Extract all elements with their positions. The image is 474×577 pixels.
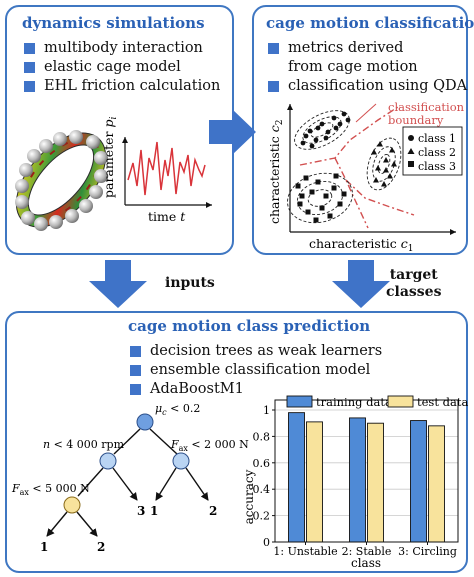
dynamics-bullet: multibody interaction	[22, 39, 220, 58]
classification-bullet: classification using QDA	[266, 77, 467, 96]
dynamics-bullet: EHL friction calculation	[22, 77, 220, 96]
classification-bullet-list: metrics derived from cage motion classif…	[266, 39, 467, 96]
target-classes-label: target classes	[386, 267, 442, 300]
cage-motion-classification-title: cage motion classification	[266, 14, 474, 32]
bullet-square-icon	[24, 62, 35, 73]
classification-bullet-continued: from cage motion	[288, 59, 418, 75]
target-down-arrow	[332, 260, 390, 308]
prediction-bullet: AdaBoostM1	[128, 380, 382, 399]
cage-motion-prediction-title: cage motion class prediction	[128, 317, 371, 335]
bullet-square-icon	[130, 365, 141, 376]
dynamics-bullet-list: multibody interaction elastic cage model…	[22, 39, 220, 96]
bullet-square-icon	[24, 43, 35, 54]
prediction-bullet: decision trees as weak learners	[128, 342, 382, 361]
bullet-square-icon	[268, 43, 279, 54]
prediction-bullet-list: decision trees as weak learners ensemble…	[128, 342, 382, 399]
classification-bullet: metrics derived	[266, 39, 467, 58]
dynamics-bullet: elastic cage model	[22, 58, 220, 77]
inputs-down-arrow	[89, 260, 147, 308]
bullet-square-icon	[24, 81, 35, 92]
bullet-square-icon	[130, 346, 141, 357]
inputs-label: inputs	[165, 275, 215, 291]
bullet-square-icon	[130, 384, 141, 395]
dynamics-simulations-title: dynamics simulations	[22, 14, 205, 32]
bullet-square-icon	[268, 81, 279, 92]
prediction-bullet: ensemble classification model	[128, 361, 382, 380]
